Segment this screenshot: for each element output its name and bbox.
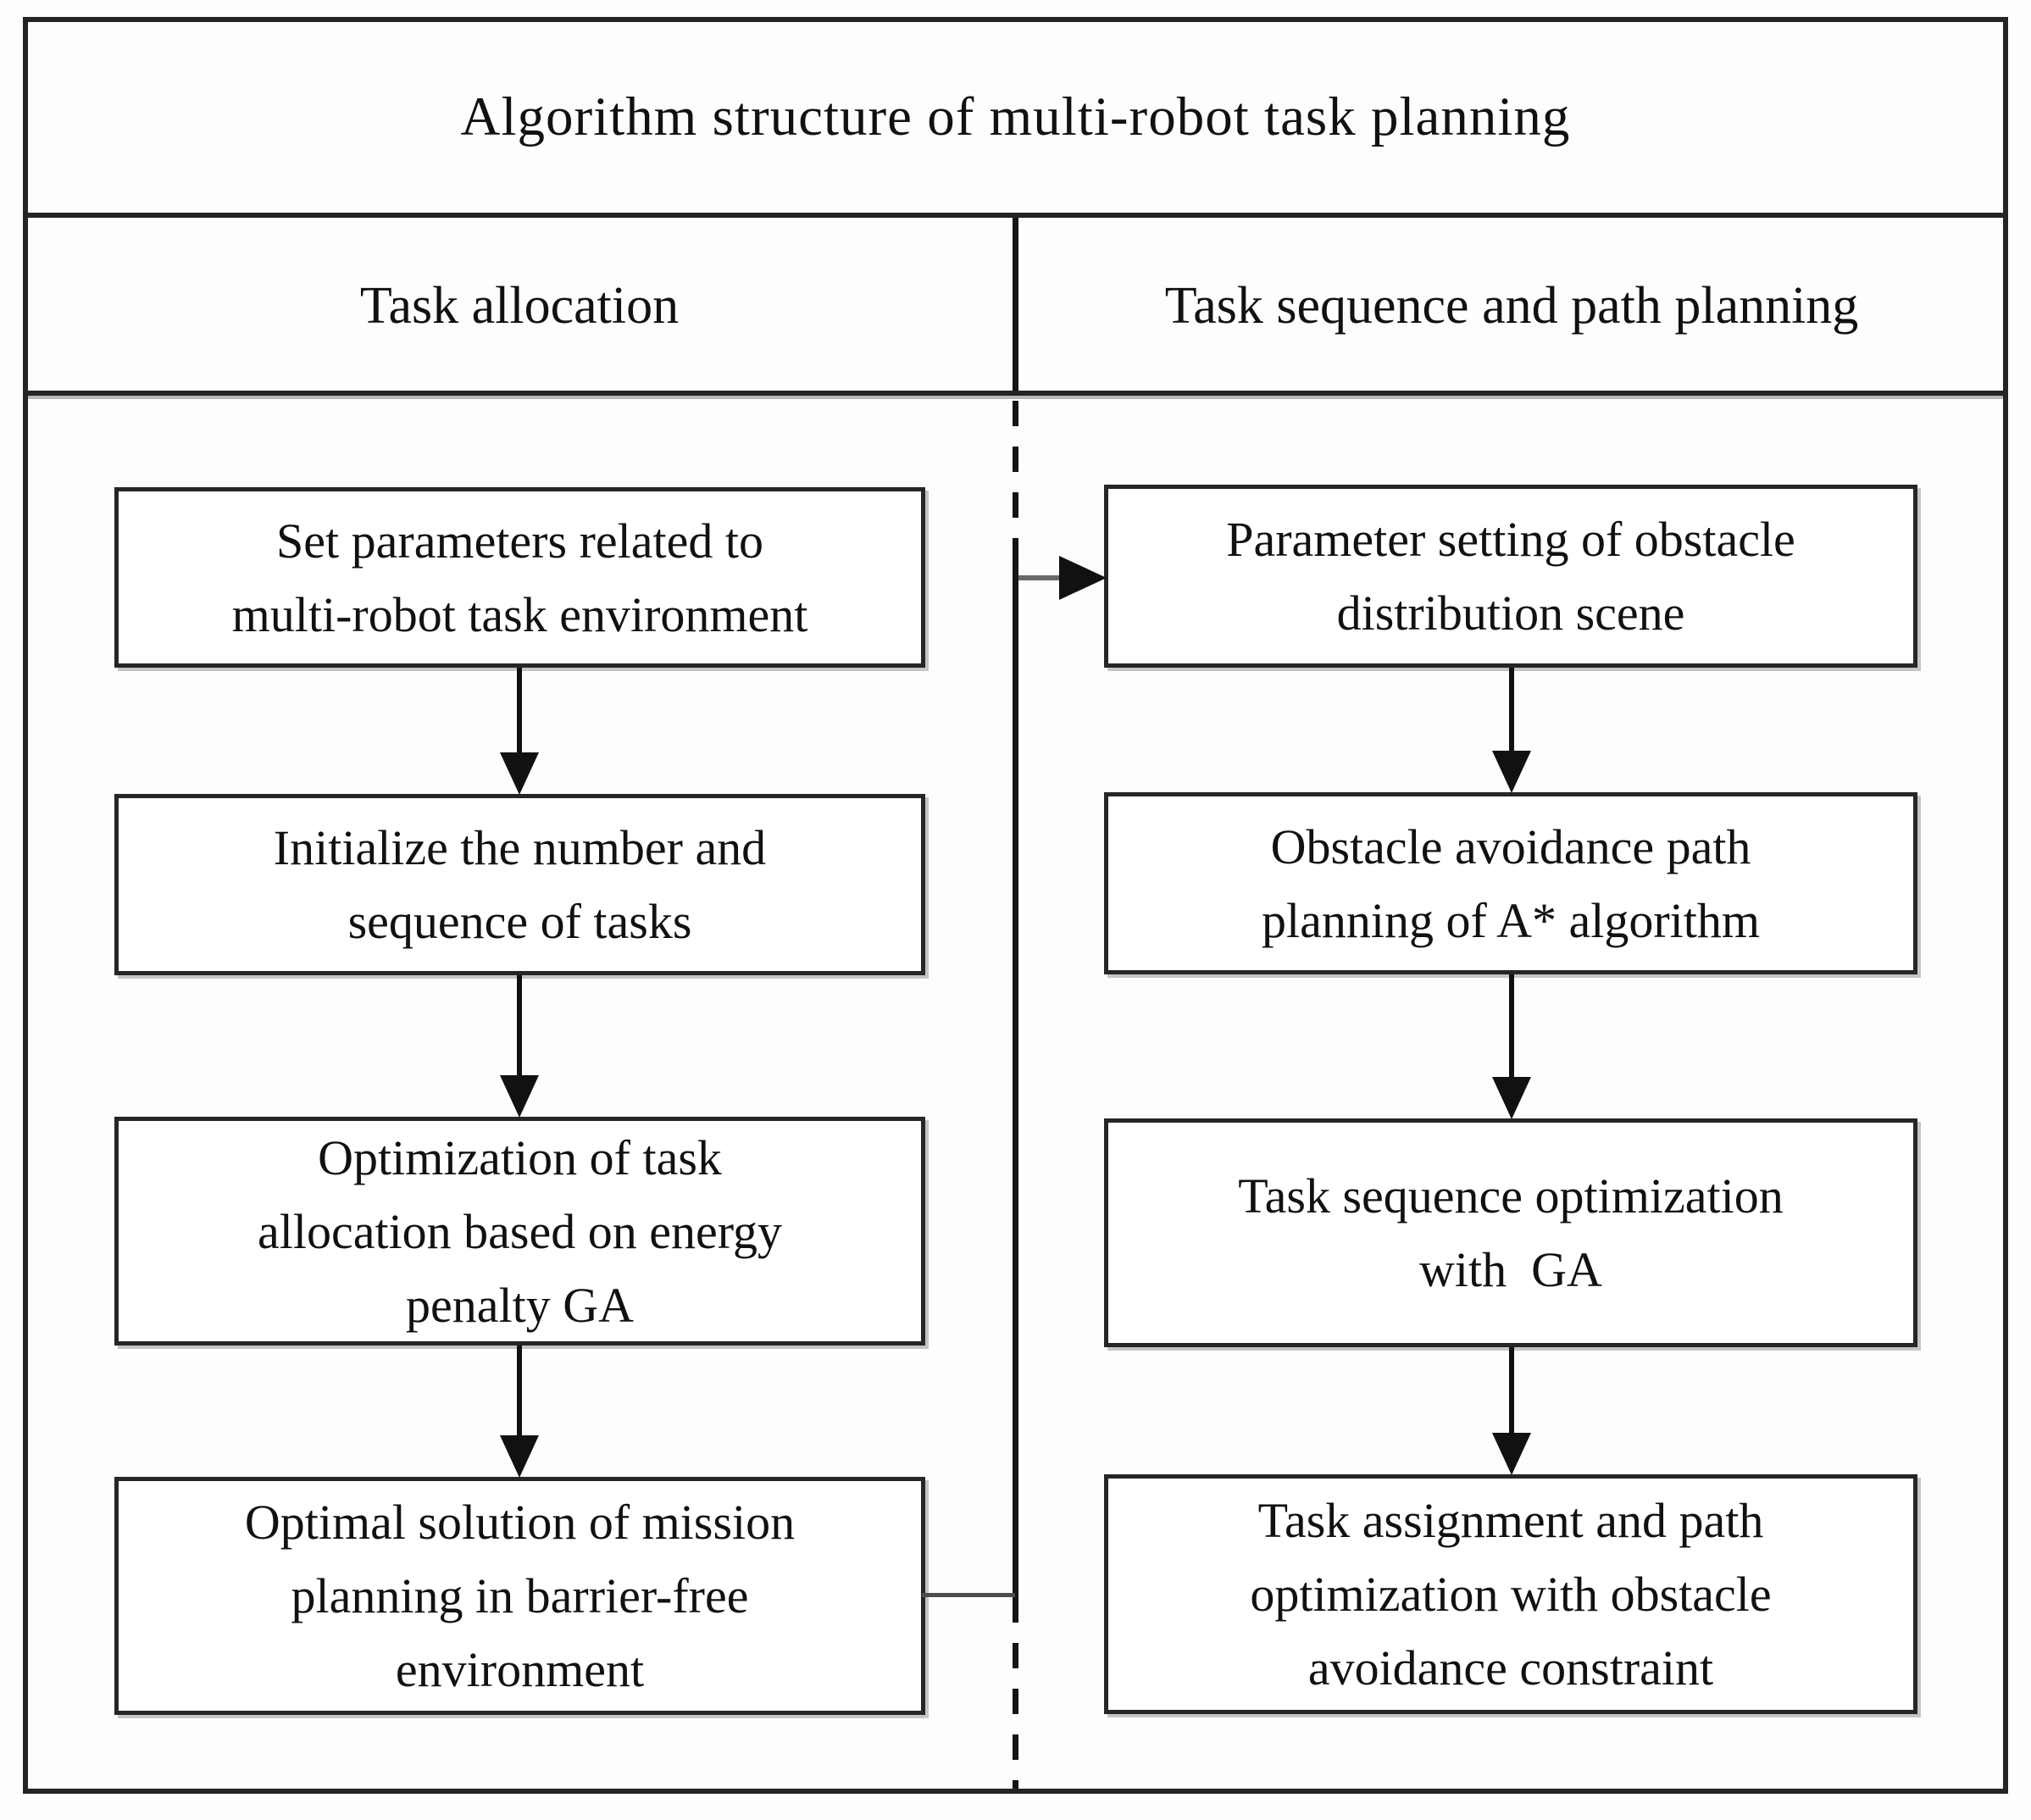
- flow-box-set-parameters: Set parameters related to multi-robot ta…: [114, 487, 925, 668]
- header-row-divider: [23, 391, 2008, 396]
- header-row-divider-shadow: [28, 396, 2003, 399]
- column-header-task-allocation: Task allocation: [359, 276, 680, 335]
- flow-box-optimal-solution-barrier-free: Optimal solution of mission planning in …: [114, 1477, 925, 1715]
- arrow-line-r1-r2: [1509, 668, 1514, 751]
- body-column-divider-dashed-bottom: [1013, 1597, 1018, 1789]
- arrow-down-icon: [1492, 1433, 1531, 1475]
- body-column-divider-solid-connector: [1013, 562, 1018, 1597]
- diagram-title: Algorithm structure of multi-robot task …: [460, 86, 1571, 147]
- arrow-line-r3-r4: [1509, 1347, 1514, 1433]
- arrow-down-icon: [1492, 1077, 1531, 1119]
- flow-box-initialize-tasks: Initialize the number and sequence of ta…: [114, 794, 925, 975]
- arrow-down-icon: [500, 1075, 539, 1118]
- arrow-down-icon: [1492, 751, 1531, 793]
- arrow-line-l1-l2: [517, 668, 522, 752]
- title-row-divider: [23, 213, 2008, 218]
- arrow-line-l3-l4: [517, 1346, 522, 1435]
- arrow-line-l2-l3: [517, 975, 522, 1075]
- arrow-down-icon: [500, 1435, 539, 1478]
- body-column-divider-dashed-top: [1013, 401, 1018, 562]
- connector-l4-to-divider: [922, 1593, 1015, 1597]
- arrow-right-icon: [1059, 556, 1107, 600]
- flow-box-task-assignment-obstacle-constraint: Task assignment and path optimization wi…: [1104, 1474, 1917, 1714]
- header-column-divider: [1013, 218, 1018, 391]
- arrow-down-icon: [500, 752, 539, 795]
- column-header-task-sequence-path-planning: Task sequence and path planning: [1164, 276, 1859, 335]
- flow-box-parameter-setting-obstacle-scene: Parameter setting of obstacle distributi…: [1104, 485, 1917, 668]
- arrow-line-r2-r3: [1509, 974, 1514, 1077]
- flow-box-task-sequence-optimization-ga: Task sequence optimization with GA: [1104, 1118, 1917, 1347]
- table-outer-border: [23, 17, 2008, 1794]
- flow-box-optimization-energy-penalty-ga: Optimization of task allocation based on…: [114, 1117, 925, 1346]
- connector-divider-to-r1: [1018, 575, 1059, 580]
- flow-box-astar-path-planning: Obstacle avoidance path planning of A* a…: [1104, 792, 1917, 974]
